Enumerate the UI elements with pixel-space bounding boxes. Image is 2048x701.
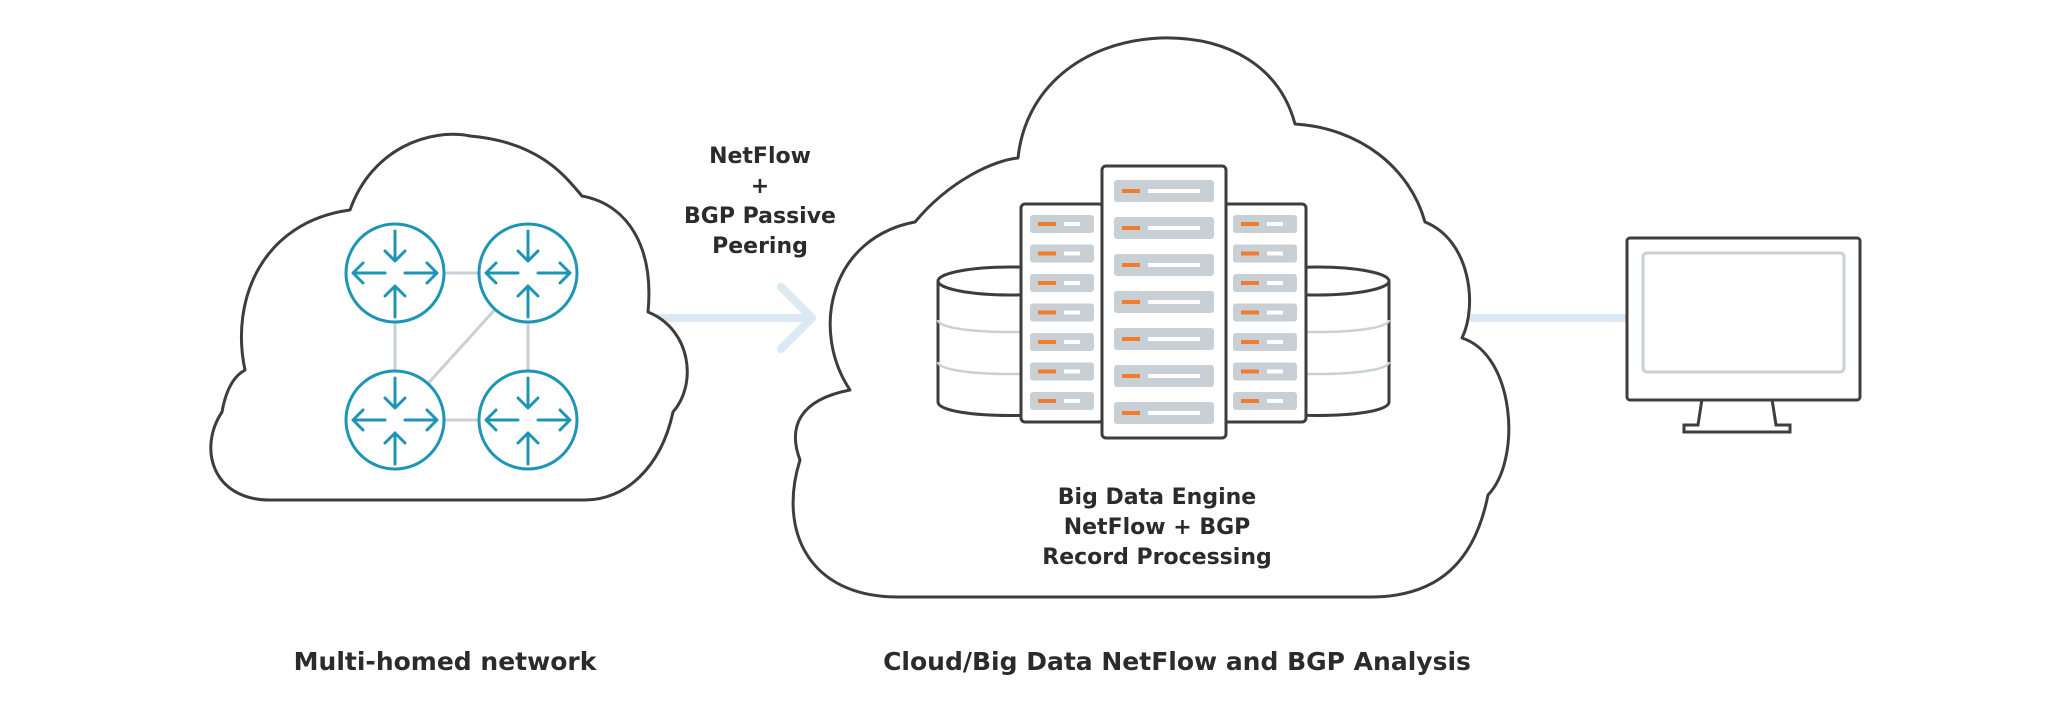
slot-stripe — [1148, 226, 1200, 230]
engine-label-line1: Big Data Engine — [1058, 485, 1256, 510]
flow-label: NetFlow + BGP Passive Peering — [684, 144, 836, 259]
router-icon — [344, 369, 446, 471]
engine-label: Big Data Engine NetFlow + BGP Record Pro… — [1042, 485, 1271, 570]
server-slot — [1233, 274, 1297, 292]
flow-arrow — [651, 283, 816, 353]
status-led — [1038, 251, 1056, 256]
server-slot — [1233, 215, 1297, 233]
status-led — [1122, 263, 1140, 267]
server-slot — [1030, 215, 1094, 233]
server-slot — [1030, 274, 1094, 292]
slot-stripe — [1267, 369, 1283, 374]
caption-left: Multi-homed network — [294, 647, 598, 676]
monitor-icon — [1625, 236, 1862, 434]
status-led — [1241, 310, 1259, 315]
status-led — [1038, 310, 1056, 315]
status-led — [1122, 226, 1140, 230]
flow-label-line1: NetFlow — [709, 144, 811, 169]
server-rack-icon-center — [1100, 164, 1228, 440]
flow-label-line3: BGP Passive — [684, 204, 836, 229]
status-led — [1122, 189, 1140, 193]
server-slot — [1030, 333, 1094, 351]
engine-label-line3: Record Processing — [1042, 545, 1271, 570]
status-led — [1122, 374, 1140, 378]
server-slot — [1030, 362, 1094, 381]
router-icon — [477, 369, 579, 471]
server-slot — [1233, 303, 1297, 322]
slot-stripe — [1148, 374, 1200, 378]
status-led — [1038, 340, 1056, 344]
server-slot — [1233, 333, 1297, 351]
slot-stripe — [1064, 251, 1080, 256]
engine-label-line2: NetFlow + BGP — [1064, 515, 1251, 540]
caption-right: Cloud/Big Data NetFlow and BGP Analysis — [883, 647, 1471, 676]
slot-stripe — [1148, 189, 1200, 193]
status-led — [1122, 411, 1140, 415]
slot-stripe — [1148, 263, 1200, 267]
status-led — [1038, 281, 1056, 285]
slot-stripe — [1267, 251, 1283, 256]
status-led — [1241, 399, 1259, 403]
server-slot — [1030, 244, 1094, 263]
status-led — [1038, 222, 1056, 226]
server-slot — [1030, 392, 1094, 410]
slot-stripe — [1148, 411, 1200, 415]
router-icon — [344, 222, 446, 324]
server-rack-icon-right — [1222, 202, 1308, 424]
status-led — [1241, 222, 1259, 226]
status-led — [1122, 337, 1140, 341]
slot-stripe — [1267, 222, 1283, 226]
flow-label-line4: Peering — [712, 234, 808, 259]
slot-stripe — [1064, 310, 1080, 315]
server-slot — [1233, 392, 1297, 410]
slot-stripe — [1064, 369, 1080, 374]
status-led — [1241, 340, 1259, 344]
network-cloud — [209, 132, 689, 502]
slot-stripe — [1267, 281, 1283, 285]
router-icon — [477, 222, 579, 324]
monitor-screen — [1641, 251, 1846, 374]
server-slot — [1233, 244, 1297, 263]
status-led — [1122, 300, 1140, 304]
status-led — [1038, 369, 1056, 374]
slot-stripe — [1267, 399, 1283, 403]
slot-stripe — [1267, 310, 1283, 315]
server-rack-icon-left — [1019, 202, 1105, 424]
status-led — [1241, 369, 1259, 374]
slot-stripe — [1064, 399, 1080, 403]
status-led — [1241, 251, 1259, 256]
server-slot — [1233, 362, 1297, 381]
slot-stripe — [1064, 222, 1080, 226]
flow-label-line2: + — [751, 174, 769, 199]
status-led — [1241, 281, 1259, 285]
slot-stripe — [1148, 300, 1200, 304]
slot-stripe — [1064, 281, 1080, 285]
status-led — [1038, 399, 1056, 403]
slot-stripe — [1148, 337, 1200, 341]
server-slot — [1030, 303, 1094, 322]
slot-stripe — [1267, 340, 1283, 344]
slot-stripe — [1064, 340, 1080, 344]
